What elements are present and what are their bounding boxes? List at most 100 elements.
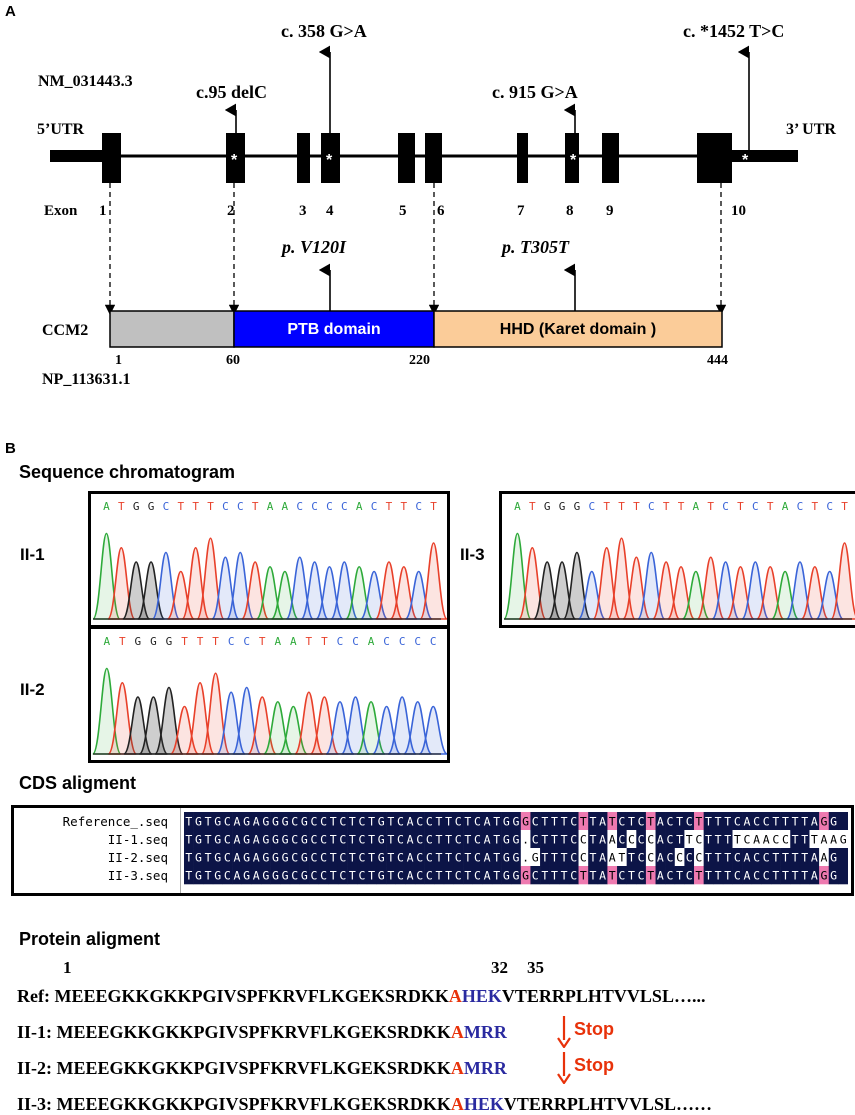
alignment-base: A (407, 851, 414, 865)
alignment-base: C (426, 869, 433, 883)
alignment-base: T (436, 833, 443, 847)
alignment-cell-bg (645, 848, 656, 867)
alignment-base: G (262, 815, 269, 829)
alignment-cell-bg (443, 866, 454, 885)
alignment-cell-bg (203, 848, 214, 867)
alignment-base: A (253, 815, 260, 829)
cds-alignment-box: Reference_.seq II-1.seq II-2.seq II-3.se… (11, 805, 854, 896)
alignment-base: C (339, 833, 346, 847)
alignment-cell-bg (636, 866, 647, 885)
alignment-cell-bg (559, 830, 570, 849)
alignment-base: A (609, 851, 616, 865)
exon-8 (565, 133, 579, 183)
alignment-base: G (503, 869, 510, 883)
alignment-cell-bg (530, 848, 541, 867)
alignment-base: A (657, 815, 664, 829)
alignment-base: G (522, 869, 529, 883)
alignment-base: A (233, 833, 240, 847)
alignment-base: C (638, 815, 645, 829)
alignment-base: T (715, 833, 722, 847)
protein-change-label: p. T305T (502, 237, 569, 257)
alignment-cell-bg (665, 812, 676, 831)
alignment-base: C (291, 869, 298, 883)
alignment-cell-bg (597, 812, 608, 831)
alignment-base: T (349, 833, 356, 847)
alignment-cell-bg (386, 866, 397, 885)
alignment-cell-bg (366, 848, 377, 867)
changed-residues: MRR (463, 1058, 507, 1078)
alignment-cell-bg (819, 848, 830, 867)
exon-number: 9 (606, 203, 614, 219)
stop-label: Stop (574, 1019, 614, 1039)
alignment-cell-bg (337, 866, 348, 885)
alignment-cell-bg (511, 830, 522, 849)
alignment-base: T (801, 869, 808, 883)
alignment-base: G (195, 815, 202, 829)
alignment-cell-bg (838, 812, 848, 831)
base-call-letter: C (588, 500, 595, 513)
alignment-base: T (445, 833, 452, 847)
alignment-cell-bg (684, 830, 695, 849)
alignment-cell-bg (520, 866, 531, 885)
alignment-base: C (224, 815, 231, 829)
alignment-cell-bg (434, 830, 445, 849)
alignment-base: C (426, 833, 433, 847)
aa-position: 444 (707, 353, 728, 368)
protein-row-ref: Ref: MEEEGKKGKKPGIVSPFKRVFLKGEKSRDKKAHEK… (17, 986, 705, 1007)
alignment-sequences: TTTTGGGGTTTTGGGGCCCCAAAAGGGGAAAAGGGGGGGG… (184, 812, 848, 885)
alignment-base: C (310, 851, 317, 865)
alignment-cell-bg (270, 830, 281, 849)
base-call-letter: G (150, 635, 157, 648)
alignment-cell-bg (607, 830, 618, 849)
exon-number: 10 (731, 203, 746, 219)
alignment-base: A (743, 815, 750, 829)
alignment-cell-bg (280, 848, 291, 867)
alignment-cell-bg (405, 812, 416, 831)
alignment-base: G (272, 869, 279, 883)
base-call-letter: T (192, 500, 199, 513)
alignment-cell-bg (578, 830, 589, 849)
alignment-cell-bg (530, 866, 541, 885)
gene-structure-diagram: * * * * (50, 45, 798, 348)
panel-a-letter: A (5, 3, 16, 20)
alignment-base: T (705, 833, 712, 847)
alignment-base: T (782, 869, 789, 883)
protein-position: 32 (491, 958, 508, 977)
protein-row-label: II-3: (17, 1094, 52, 1114)
alignment-cell-bg (337, 830, 348, 849)
alignment-base: G (195, 869, 202, 883)
alignment-cell-bg (809, 866, 820, 885)
alignment-cell-bg (184, 812, 194, 831)
alignment-cell-bg (328, 848, 339, 867)
alignment-base: G (195, 851, 202, 865)
alignment-base: T (561, 815, 568, 829)
alignment-cell-bg (280, 830, 291, 849)
alignment-cell-bg (559, 812, 570, 831)
alignment-base: T (185, 869, 192, 883)
alignment-cell-bg (665, 830, 676, 849)
alignment-cell-bg (376, 848, 387, 867)
alignment-base: T (387, 833, 394, 847)
alignment-cell-bg (270, 866, 281, 885)
alignment-cell-bg (694, 830, 704, 849)
base-call-letter: C (826, 500, 833, 513)
alignment-cell-bg (414, 866, 425, 885)
alignment-cell-bg (309, 848, 320, 867)
alignment-base: A (830, 833, 837, 847)
alignment-base: G (195, 833, 202, 847)
alignment-cell-bg (645, 830, 656, 849)
alignment-cell-bg (241, 866, 252, 885)
stop-label: Stop (574, 1055, 614, 1075)
alignment-cell-bg (318, 812, 329, 831)
base-call-letter: A (290, 635, 297, 648)
alignment-cell-bg (270, 848, 281, 867)
alignment-base: T (715, 815, 722, 829)
base-call-letter: T (812, 500, 819, 513)
alignment-cell-bg (540, 830, 550, 849)
alignment-cell-bg (819, 830, 830, 849)
stop-arrow-icon (557, 1016, 571, 1048)
alignment-cell-bg (424, 812, 435, 831)
sample-label-ii-2: II-2 (20, 680, 45, 699)
